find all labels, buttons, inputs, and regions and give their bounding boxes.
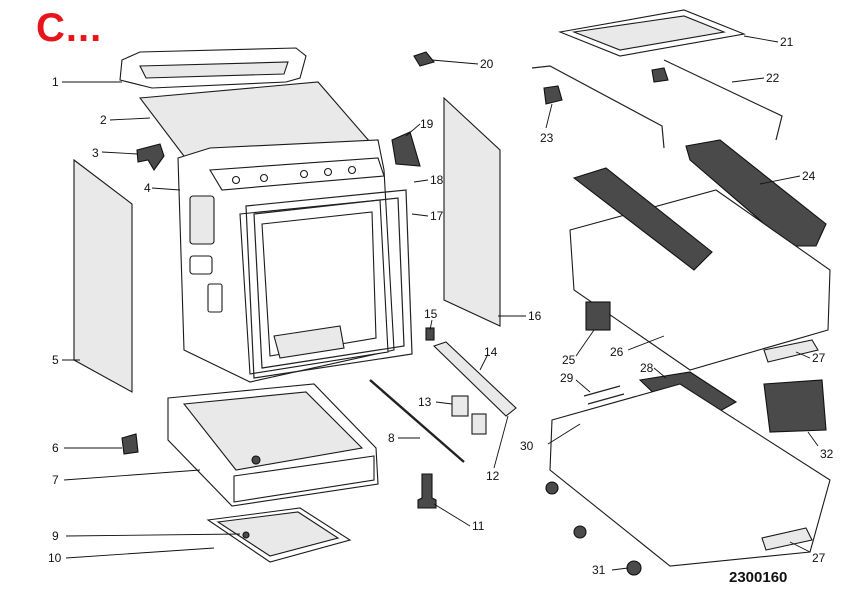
part-4-tub [177,139,395,383]
callout-15: 15 [424,307,438,321]
callout-8: 8 [388,431,395,445]
drawing-code: 2300160 [729,569,788,586]
callout-25: 25 [562,353,576,367]
part-19-hinge [391,131,421,167]
part-11-screw [417,473,437,509]
callout-22: 22 [766,71,780,85]
part-24-spray-arm [685,139,827,247]
callout-24: 24 [802,169,816,183]
part-18-tub-seal [253,197,405,369]
part-13-bracket-b [471,413,487,435]
part-31-wheel-b [573,525,587,539]
callout-20: 20 [480,57,494,71]
part-8-rod [369,379,465,463]
callout-1: 1 [52,75,59,89]
callout-7: 7 [52,473,59,487]
callout-4: 4 [144,181,151,195]
callout-13: 13 [418,395,432,409]
part-1-top-bar [119,47,307,89]
part-29-rack-tines [583,385,625,405]
part-6-clip [121,433,139,455]
part-23-holder [543,85,563,105]
leader-lines [62,35,819,571]
callout-3: 3 [92,146,99,160]
callout-12: 12 [486,469,500,483]
part-31-wheel-c [545,481,559,495]
callout-18: 18 [430,173,444,187]
callout-6: 6 [52,441,59,455]
part-25-adjuster [585,301,611,331]
callout-28: 28 [640,361,654,375]
callout-23: 23 [540,131,554,145]
callout-27: 27 [812,351,826,365]
callout-labels: 1 2 3 4 5 6 7 8 9 10 11 12 13 14 15 16 1… [48,35,834,577]
callout-11: 11 [472,519,485,533]
part-22-rail-wire [531,59,783,149]
part-21-cutlery-tray [558,9,746,57]
callout-26: 26 [610,345,624,359]
part-22-holder [651,67,669,83]
part-7-base [167,383,379,507]
callout-14: 14 [484,345,498,359]
callout-32: 32 [820,447,834,461]
part-20-clip [413,51,435,67]
callout-17: 17 [430,209,444,223]
section-label: C... [36,6,103,50]
part-5-side-panel [73,158,133,393]
callout-31: 31 [592,563,606,577]
callout-2: 2 [100,113,107,127]
part-17-door-gasket [245,189,413,379]
part-26-upper-basket [569,167,831,371]
part-14-rail [432,341,517,417]
callout-29: 29 [560,371,574,385]
part-9-screw [242,531,250,539]
callout-21: 21 [780,35,794,49]
part-13-bracket [451,395,469,417]
part-27-handle-upper [763,339,819,363]
callout-30: 30 [520,439,534,453]
part-10-tray [206,507,352,563]
callout-10: 10 [48,551,62,565]
part-16-side-panel [443,96,501,327]
callout-27-lower: 27 [812,551,826,565]
part-27-handle-lower [761,527,813,551]
callout-19: 19 [420,117,434,131]
part-3-bracket [136,143,165,172]
part-31-wheel [626,560,642,576]
callout-5: 5 [52,353,59,367]
callout-16: 16 [528,309,542,323]
part-32-cutlery-basket [763,379,827,433]
callout-9: 9 [52,529,59,543]
